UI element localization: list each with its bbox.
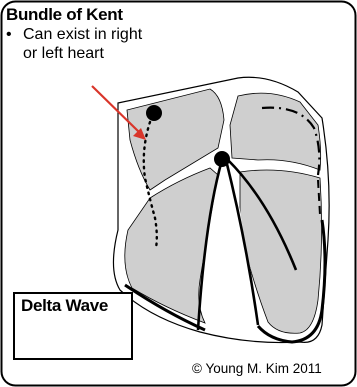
sa-node — [146, 105, 162, 121]
delta-wave-title: Delta Wave — [21, 296, 108, 316]
bullet-line-1: Can exist in right — [23, 26, 142, 43]
delta-wave-inset: Delta Wave — [13, 292, 133, 360]
bullet-note: •Can exist in right or left heart — [6, 25, 142, 63]
title-bundle-of-kent: Bundle of Kent — [6, 5, 123, 25]
bullet-marker: • — [6, 25, 23, 44]
bullet-line-2: or left heart — [6, 44, 142, 63]
copyright-text: © Young M. Kim 2011 — [192, 361, 322, 376]
